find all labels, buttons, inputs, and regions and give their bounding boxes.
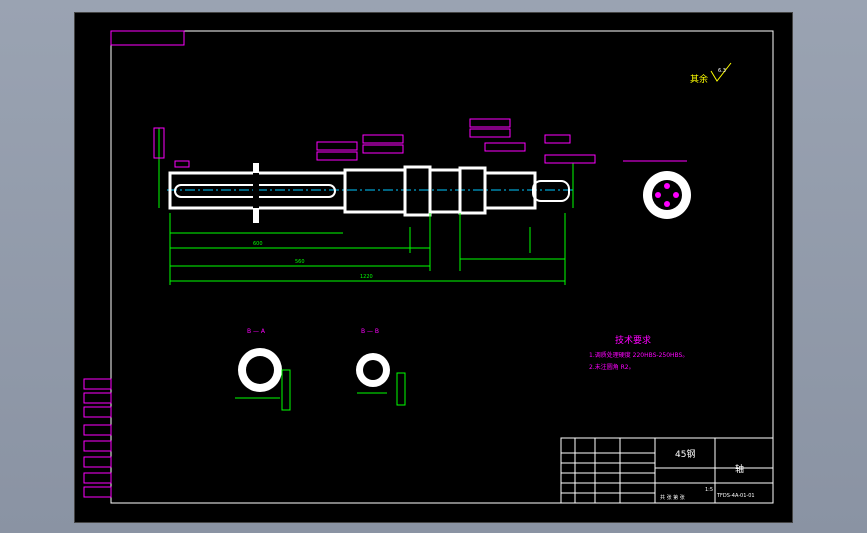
title-sheet-info: 共 张 第 张 (660, 494, 685, 501)
tech-requirements-title: 技术要求 (615, 334, 651, 346)
finish-roughness-value: 6.3 (718, 68, 726, 74)
engineering-drawing-canvas: 其余 6.3 (83, 30, 774, 504)
section-view-b (356, 353, 406, 406)
title-material: 45钢 (675, 448, 695, 460)
tech-requirement-1: 1.调质处理硬度 220HBS-250HBS。 (589, 351, 688, 359)
geometric-tolerance-frames (153, 118, 596, 168)
dim-center-span: 560 (295, 259, 305, 265)
title-scale: 1:5 (705, 487, 713, 493)
shaft-main-view (168, 163, 570, 223)
finish-note-label: 其余 (690, 73, 708, 85)
margin-info-boxes (83, 378, 112, 498)
tech-requirement-2: 2.未注圆角 R2。 (589, 363, 635, 371)
dim-left-segment: 600 (253, 241, 263, 247)
section-view-a (235, 348, 291, 411)
dimension-lines (158, 128, 574, 285)
shaft-end-view (623, 160, 691, 219)
drawing-frame (110, 30, 774, 504)
code-box (110, 30, 185, 46)
title-part-name: 轴 (735, 463, 744, 475)
title-drawing-number: TFDS-4A-01-01 (716, 493, 755, 499)
drawing-viewport[interactable]: 其余 6.3 (74, 12, 793, 523)
section-label-b: B — B (361, 328, 379, 335)
dim-overall-length: 1220 (360, 274, 373, 280)
title-block (560, 437, 774, 504)
section-label-a: B — A (247, 328, 266, 335)
roughness-symbol-icon (710, 62, 732, 82)
